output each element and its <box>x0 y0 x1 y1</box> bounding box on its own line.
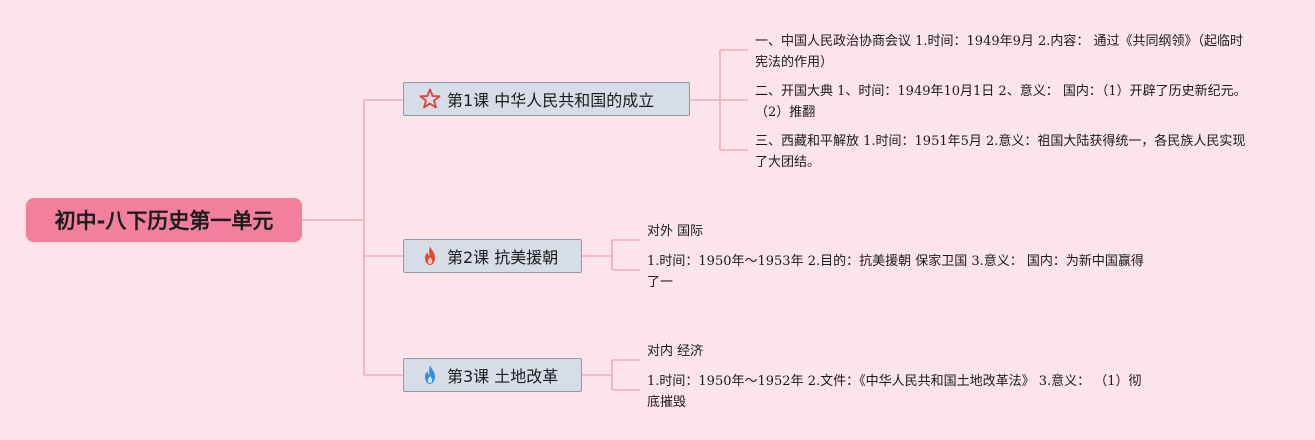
leaf-topic-2-1[interactable]: 对外 国际 <box>647 224 704 239</box>
leaf-topic-1-1[interactable]: 一、中国人民政治协商会议 1.时间：1949年9月 2.内容： 通过《共同纲领》… <box>755 34 1244 70</box>
branch-label: 第1课 中华人民共和国的成立 <box>447 91 655 110</box>
leaf-topic-1-3[interactable]: 三、西藏和平解放 1.时间：1951年5月 2.意义：祖国大陆获得统一，各民族人… <box>755 134 1246 170</box>
branch-topic-lesson-3[interactable]: 第3课 土地改革 <box>403 358 582 392</box>
root-topic[interactable]: 初中-八下历史第一单元 <box>26 198 302 242</box>
branch-topic-lesson-1[interactable]: 第1课 中华人民共和国的成立 <box>403 82 690 116</box>
leaf-topic-3-1[interactable]: 对内 经济 <box>647 344 704 359</box>
branch-label: 第2课 抗美援朝 <box>447 248 559 267</box>
water-flame-icon <box>418 363 442 387</box>
star-outline-icon <box>418 87 442 111</box>
fire-icon <box>418 244 442 268</box>
branch-label: 第3课 土地改革 <box>447 367 559 386</box>
leaf-topic-2-2[interactable]: 1.时间：1950年～1953年 2.目的：抗美援朝 保家卫国 3.意义： 国内… <box>647 254 1144 290</box>
leaf-topic-1-2[interactable]: 二、开国大典 1、时间：1949年10月1日 2、意义： 国内：（1）开辟了历史… <box>755 84 1247 120</box>
leaf-topic-3-2[interactable]: 1.时间：1950年～1952年 2.文件：《中华人民共和国土地改革法》 3.意… <box>647 374 1142 410</box>
branch-topic-lesson-2[interactable]: 第2课 抗美援朝 <box>403 239 582 273</box>
